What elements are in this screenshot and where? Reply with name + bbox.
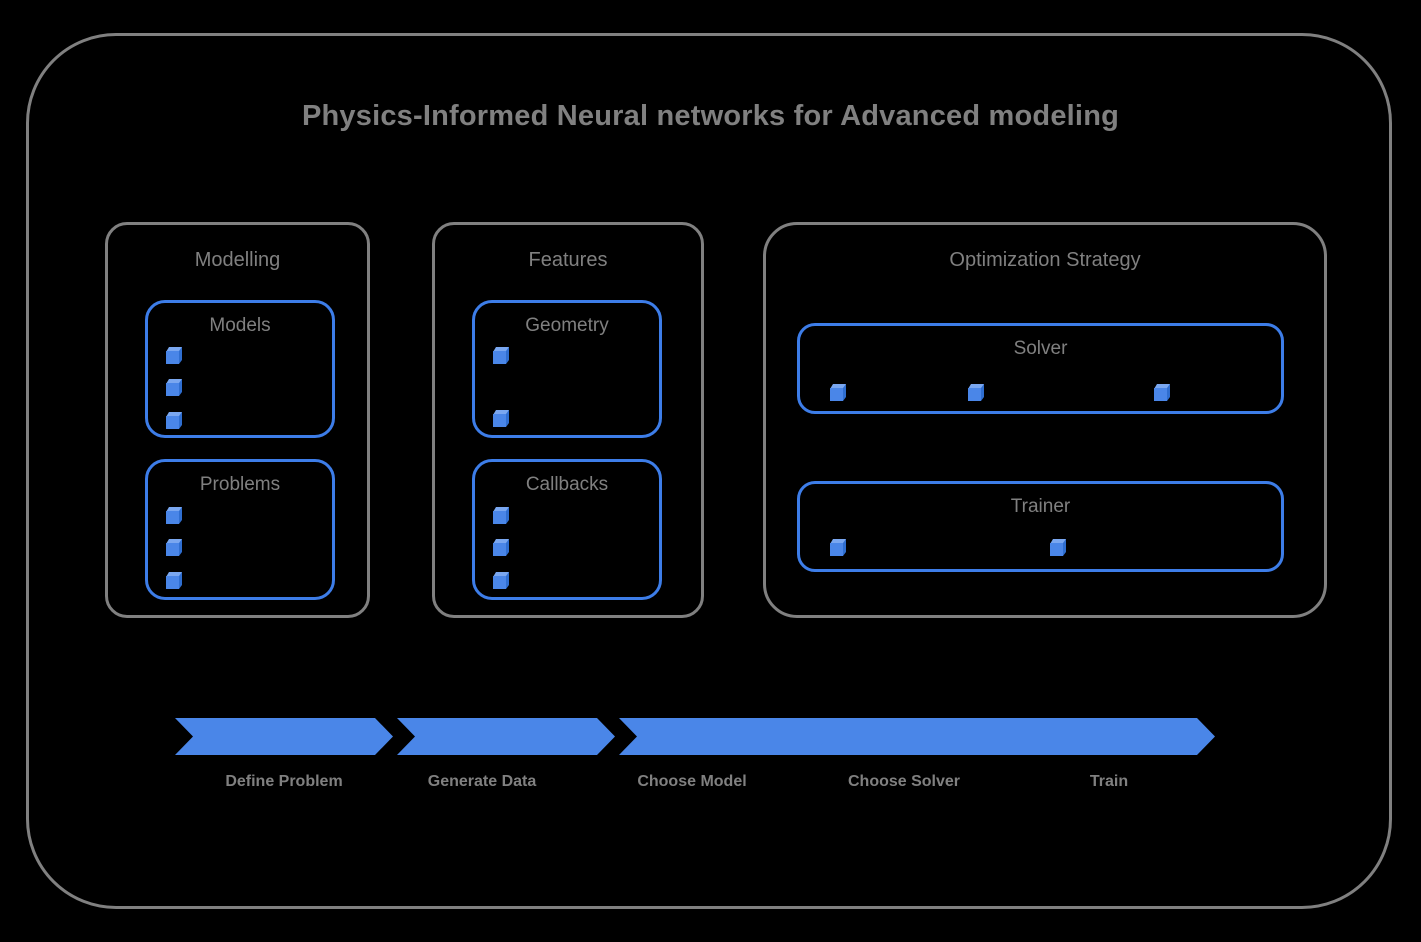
cube-bullet-icon xyxy=(830,539,846,556)
workflow-step-arrow-3[interactable] xyxy=(619,718,837,755)
workflow-flow: Define Problem Generate Data Choose Mode… xyxy=(175,718,1215,790)
cube-bullet-icon xyxy=(493,347,509,364)
cube-bullet-icon xyxy=(166,347,182,364)
page-title: Physics-Informed Neural networks for Adv… xyxy=(301,100,1120,132)
cube-bullet-icon xyxy=(166,379,182,396)
box-title-trainer: Trainer xyxy=(1010,496,1071,517)
box-geometry[interactable]: Geometry xyxy=(472,300,662,438)
cube-bullet-icon xyxy=(830,384,846,401)
outer-frame xyxy=(26,33,1392,909)
workflow-label-1: Define Problem xyxy=(225,773,343,790)
box-solver[interactable]: Solver xyxy=(797,323,1284,414)
cube-bullet-icon xyxy=(493,572,509,589)
box-title-callbacks: Callbacks xyxy=(525,474,609,495)
cube-bullet-icon xyxy=(1050,539,1066,556)
workflow-step-arrow-5[interactable] xyxy=(1003,718,1215,755)
group-title-optimization: Optimization Strategy xyxy=(949,249,1141,271)
cube-bullet-icon xyxy=(493,410,509,427)
workflow-label-2: Generate Data xyxy=(427,773,537,790)
cube-bullet-icon xyxy=(1154,384,1170,401)
cube-bullet-icon xyxy=(166,539,182,556)
box-trainer[interactable]: Trainer xyxy=(797,481,1284,572)
group-panel-modelling: Modelling xyxy=(105,222,370,618)
box-title-problems: Problems xyxy=(199,474,281,495)
cube-bullet-icon xyxy=(166,507,182,524)
group-title-features: Features xyxy=(528,249,608,271)
cube-bullet-icon xyxy=(968,384,984,401)
group-panel-features: Features xyxy=(432,222,704,618)
workflow-label-5: Train xyxy=(1089,773,1129,790)
box-title-models: Models xyxy=(209,315,271,336)
box-callbacks[interactable]: Callbacks xyxy=(472,459,662,600)
group-panel-optimization: Optimization Strategy xyxy=(763,222,1327,618)
cube-bullet-icon xyxy=(493,507,509,524)
workflow-step-arrow-2[interactable] xyxy=(397,718,615,755)
box-problems[interactable]: Problems xyxy=(145,459,335,600)
workflow-step-arrow-4[interactable] xyxy=(811,718,1029,755)
cube-bullet-icon xyxy=(166,572,182,589)
box-models[interactable]: Models xyxy=(145,300,335,438)
cube-bullet-icon xyxy=(493,539,509,556)
cube-bullet-icon xyxy=(166,412,182,429)
box-title-geometry: Geometry xyxy=(525,315,609,336)
workflow-label-3: Choose Model xyxy=(637,773,747,790)
group-title-modelling: Modelling xyxy=(194,249,281,271)
workflow-label-4: Choose Solver xyxy=(847,773,961,790)
box-title-solver: Solver xyxy=(1013,338,1068,359)
workflow-step-arrow-1[interactable] xyxy=(175,718,393,755)
